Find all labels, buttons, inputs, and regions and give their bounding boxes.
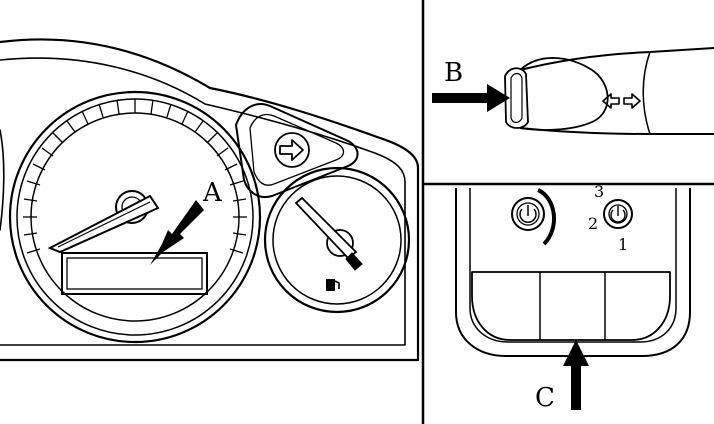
label-b: B bbox=[444, 58, 464, 88]
label-c: C bbox=[535, 383, 555, 413]
instrument-cluster bbox=[0, 38, 420, 362]
double-turn-arrow-icon bbox=[602, 93, 641, 109]
speedometer-dial bbox=[8, 90, 262, 344]
power-button-icon bbox=[519, 205, 537, 224]
panel-dividers bbox=[421, 0, 714, 424]
console-panel bbox=[455, 188, 691, 357]
callout-arrow-a bbox=[150, 200, 204, 265]
speedometer-tick-ring bbox=[23, 99, 247, 254]
turn-signal-arrow-icon bbox=[279, 139, 304, 161]
indicator-stalk bbox=[504, 47, 714, 135]
label-a: A bbox=[203, 178, 222, 208]
fuel-pump-icon bbox=[326, 279, 340, 291]
callout-arrow-b bbox=[432, 84, 510, 112]
switch-position-3: 3 bbox=[594, 182, 605, 201]
fuel-gauge bbox=[263, 166, 411, 314]
callout-arrow-c bbox=[563, 340, 589, 410]
switch-position-2: 2 bbox=[588, 214, 599, 233]
turn-signal-indicator bbox=[235, 103, 359, 198]
switch-position-1: 1 bbox=[618, 235, 629, 254]
